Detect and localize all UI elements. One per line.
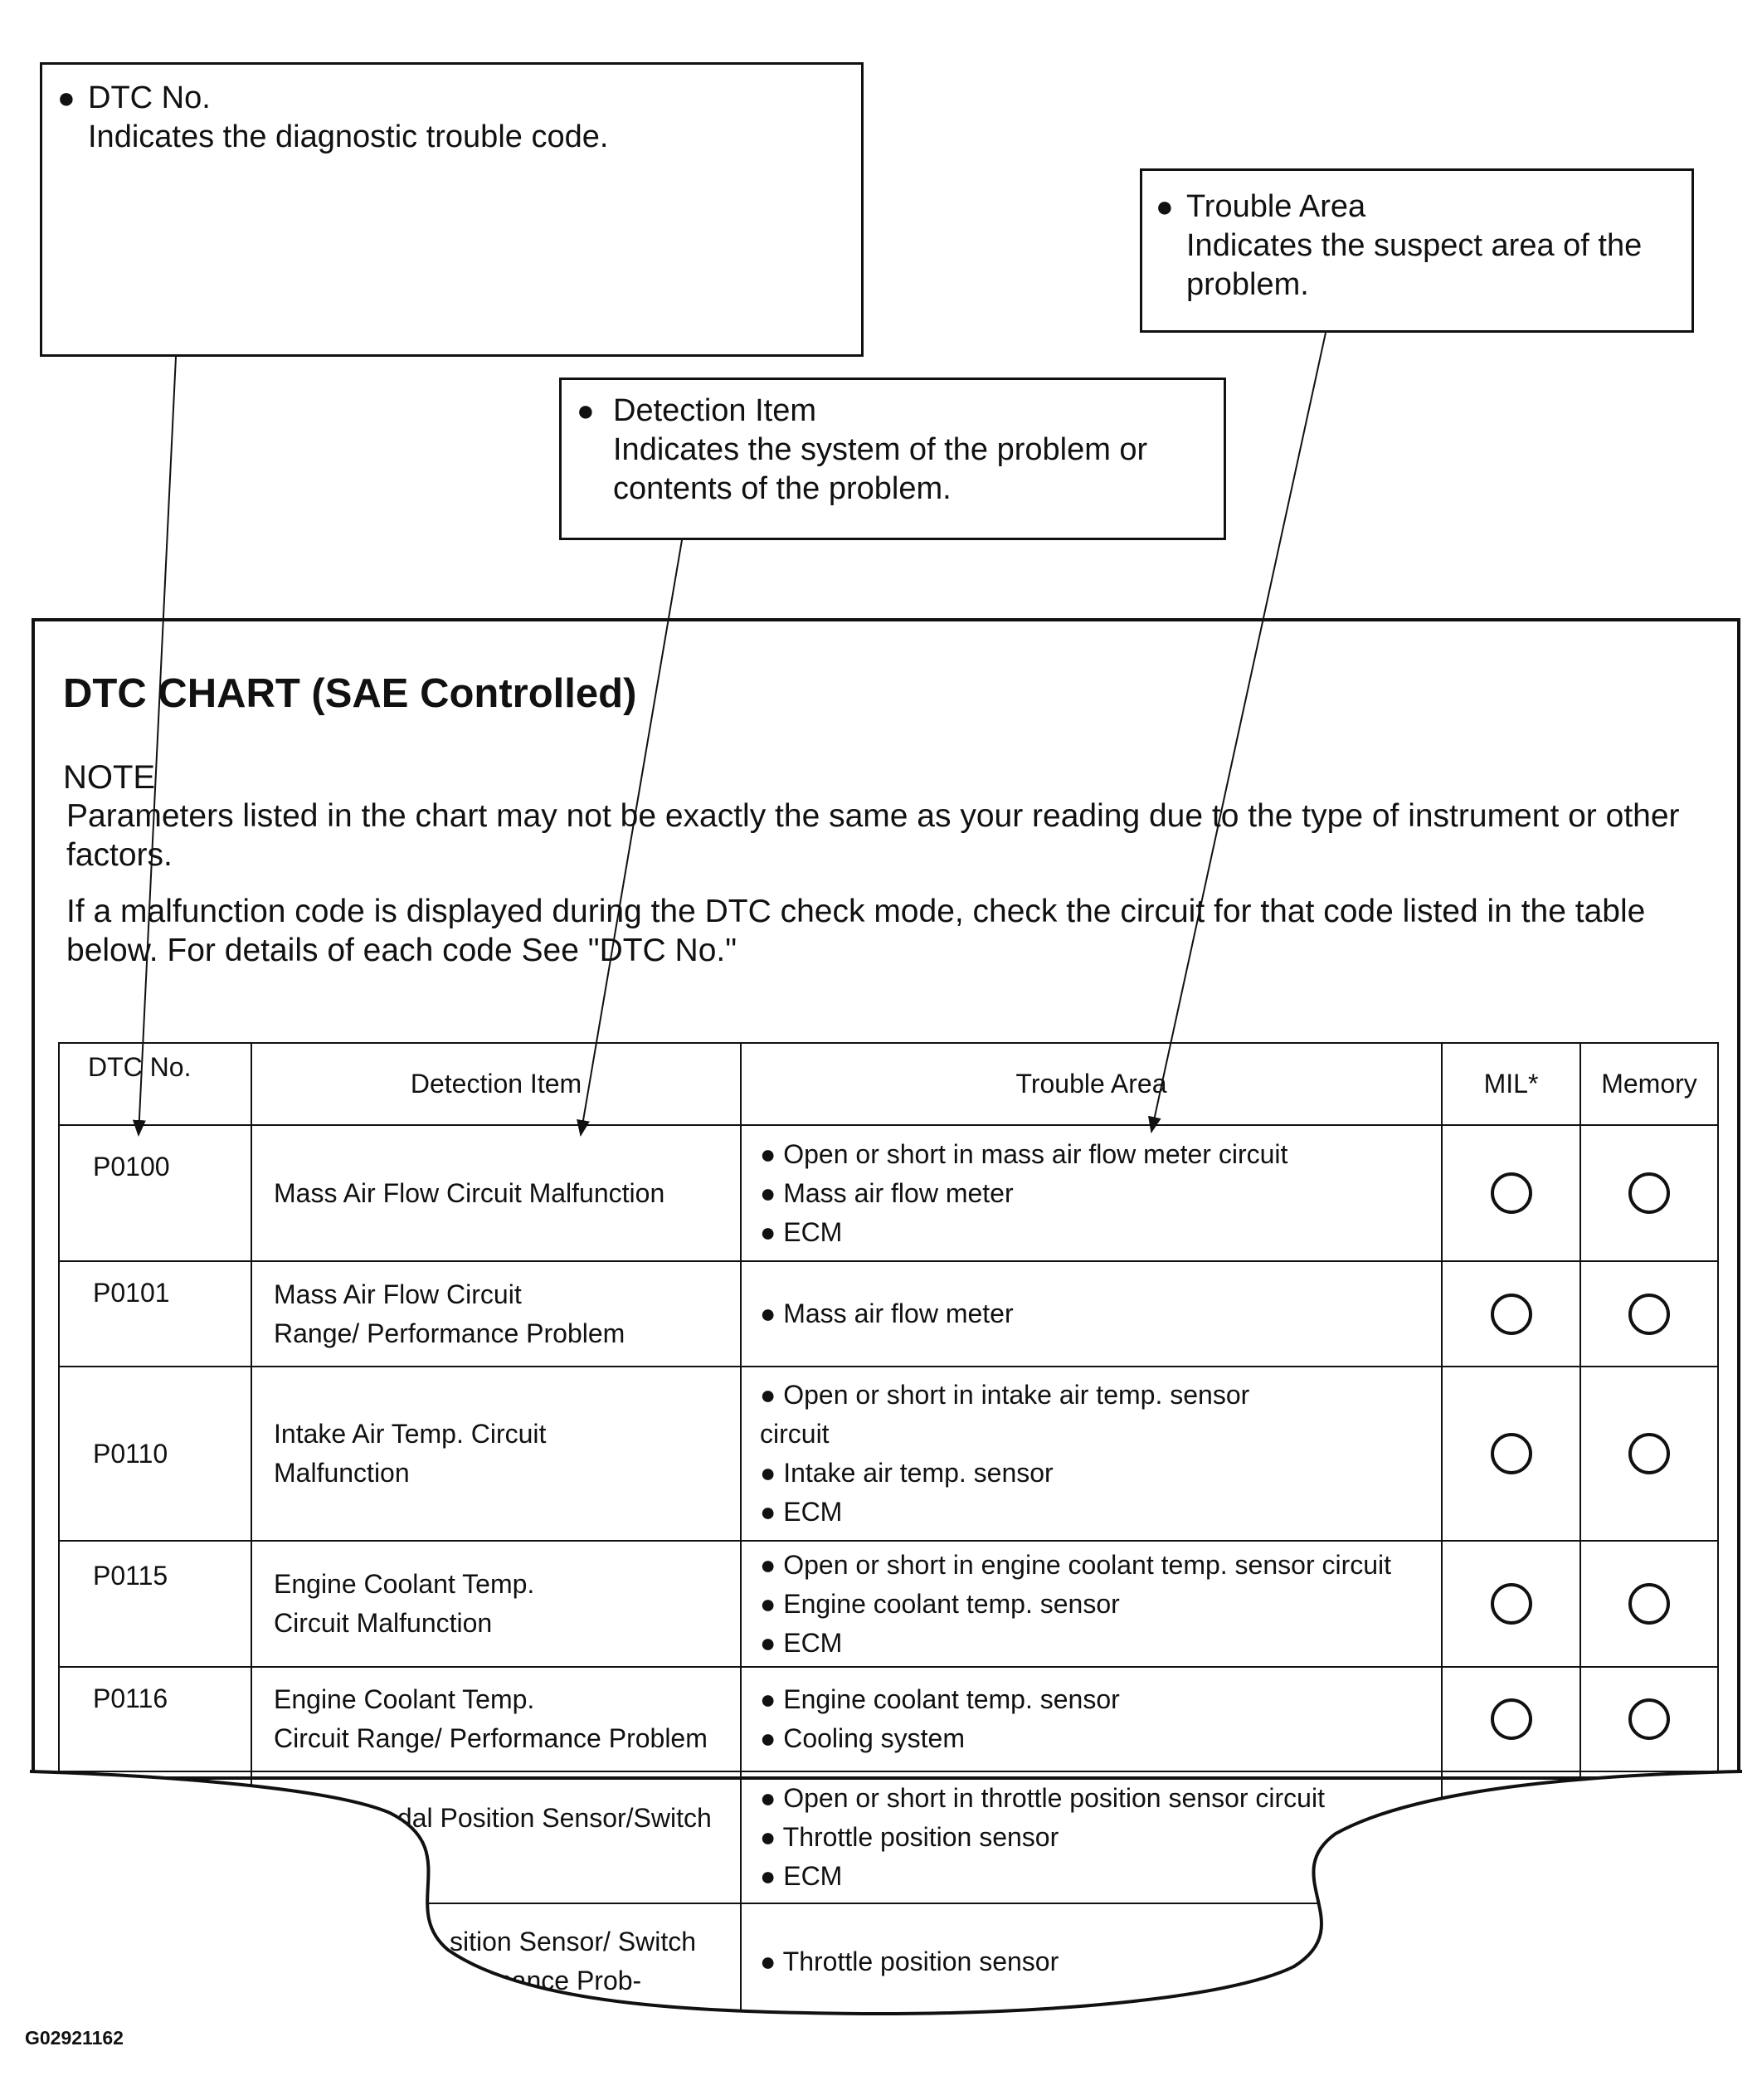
leader-arrow-trouble-area: [1148, 332, 1326, 1133]
circle-mark-icon: [1628, 1583, 1670, 1625]
trouble-area-item: ● ECM: [760, 1861, 843, 1891]
trouble-area-item: ● Throttle position sensor: [760, 1946, 1059, 1976]
table-row: P0115 Engine Coolant Temp. Circuit Malfu…: [58, 1540, 1719, 1668]
detection-item: Mass Air Flow Circuit Range/ Performance…: [251, 1260, 742, 1367]
callout-description: Indicates the diagnostic trouble code.: [88, 119, 609, 154]
note-paragraph-1: Parameters listed in the chart may not b…: [66, 798, 1680, 873]
memory-cell: [1579, 1540, 1719, 1668]
note-label: NOTE: [63, 759, 156, 796]
mil-cell: [1441, 1366, 1581, 1542]
bullet-icon: ●: [577, 393, 595, 427]
trouble-area-item: ● Open or short in engine coolant temp. …: [760, 1549, 1392, 1580]
circle-mark-icon: [1628, 1698, 1670, 1741]
circle-mark-icon: [1490, 1583, 1532, 1625]
tear-outline: [29, 1770, 1743, 2016]
header-dtc-no: DTC No.: [58, 1042, 252, 1126]
table-row: P0100 Mass Air Flow Circuit Malfunction …: [58, 1124, 1719, 1262]
trouble-area: ● Open or short in intake air temp. sens…: [740, 1366, 1443, 1542]
mil-cell: [1441, 1666, 1581, 1772]
callout-trouble-area: ● Trouble Area Indicates the suspect are…: [1140, 168, 1694, 333]
trouble-area-item: ● ECM: [760, 1497, 843, 1527]
detection-item: Engine Coolant Temp. Circuit Malfunction: [251, 1540, 742, 1668]
dtc-code: P0100: [58, 1124, 252, 1262]
trouble-area-item: ● Throttle position sensor: [760, 1822, 1059, 1852]
callout-title: DTC No.: [88, 80, 211, 115]
callout-title: Trouble Area: [1186, 189, 1366, 224]
trouble-area: ● Mass air flow meter: [740, 1260, 1443, 1367]
trouble-area-item: ● Engine coolant temp. sensor: [760, 1684, 1120, 1714]
trouble-area: ● Open or short in mass air flow meter c…: [740, 1124, 1443, 1262]
bullet-icon: ●: [1156, 189, 1174, 223]
trouble-area: ● Open or short in engine coolant temp. …: [740, 1540, 1443, 1668]
figure-id: G02921162: [25, 2027, 124, 2049]
circle-mark-icon: [1628, 1293, 1670, 1335]
circle-mark-icon: [1490, 1698, 1532, 1741]
memory-cell: [1579, 1124, 1719, 1262]
dtc-code: P0110: [58, 1366, 252, 1542]
trouble-area-item: ● Intake air temp. sensor: [760, 1458, 1054, 1488]
note-paragraph-2: If a malfunction code is displayed durin…: [66, 894, 1646, 968]
trouble-area: ● Engine coolant temp. sensor ● Cooling …: [740, 1666, 1443, 1772]
mil-cell: [1441, 1540, 1581, 1668]
trouble-area-item: ● Open or short in throttle position sen…: [760, 1783, 1325, 1813]
circle-mark-icon: [1628, 1172, 1670, 1215]
header-memory: Memory: [1579, 1042, 1719, 1126]
memory-cell: [1579, 1666, 1719, 1772]
trouble-area-item: ● ECM: [760, 1216, 843, 1247]
circle-mark-icon: [1490, 1433, 1532, 1475]
dtc-code: P0101: [58, 1260, 252, 1367]
circle-mark-icon: [1490, 1172, 1532, 1215]
leader-arrow-dtc-no: [132, 356, 177, 1137]
memory-cell: [1579, 1260, 1719, 1367]
table-row: P0110 Intake Air Temp. Circuit Malfuncti…: [58, 1366, 1719, 1542]
circle-mark-icon: [1490, 1293, 1532, 1335]
header-trouble-area: Trouble Area: [740, 1042, 1443, 1126]
header-mil: MIL*: [1441, 1042, 1581, 1126]
trouble-area-item: ● Mass air flow meter: [760, 1298, 1014, 1328]
callout-title: Detection Item: [613, 393, 816, 428]
callout-description: Indicates the suspect area of the proble…: [1186, 228, 1643, 302]
trouble-area-item: ● Mass air flow meter: [760, 1177, 1014, 1208]
leader-arrow-detection-item: [577, 539, 683, 1137]
table-row: P0116 Engine Coolant Temp. Circuit Range…: [58, 1666, 1719, 1772]
tear-mask: [0, 1771, 1762, 2100]
trouble-area-item: ● Open or short in intake air temp. sens…: [760, 1380, 1250, 1449]
header-detection-item: Detection Item: [251, 1042, 742, 1126]
trouble-area-item: ● ECM: [760, 1627, 843, 1658]
trouble-area-item: ● Cooling system: [760, 1723, 965, 1753]
callout-description: Indicates the system of the problem or c…: [613, 432, 1148, 506]
detection-item: Mass Air Flow Circuit Malfunction: [251, 1124, 742, 1262]
table-row: P0101 Mass Air Flow Circuit Range/ Perfo…: [58, 1260, 1719, 1367]
circle-mark-icon: [1628, 1433, 1670, 1475]
callout-detection-item: ● Detection Item Indicates the system of…: [559, 378, 1226, 540]
table-header-row: DTC No. Detection Item Trouble Area MIL*…: [58, 1042, 1719, 1126]
detection-item: Engine Coolant Temp. Circuit Range/ Perf…: [251, 1666, 742, 1772]
dtc-code: P0116: [58, 1666, 252, 1772]
callout-dtc-no: ● DTC No. Indicates the diagnostic troub…: [40, 62, 864, 357]
mil-cell: [1441, 1260, 1581, 1367]
dtc-code: P0115: [58, 1540, 252, 1668]
trouble-area-item: ● Engine coolant temp. sensor: [760, 1588, 1120, 1619]
detection-item: Intake Air Temp. Circuit Malfunction: [251, 1366, 742, 1542]
bullet-icon: ●: [57, 80, 75, 115]
mil-cell: [1441, 1124, 1581, 1262]
memory-cell: [1579, 1366, 1719, 1542]
trouble-area-item: ● Open or short in mass air flow meter c…: [760, 1138, 1288, 1169]
